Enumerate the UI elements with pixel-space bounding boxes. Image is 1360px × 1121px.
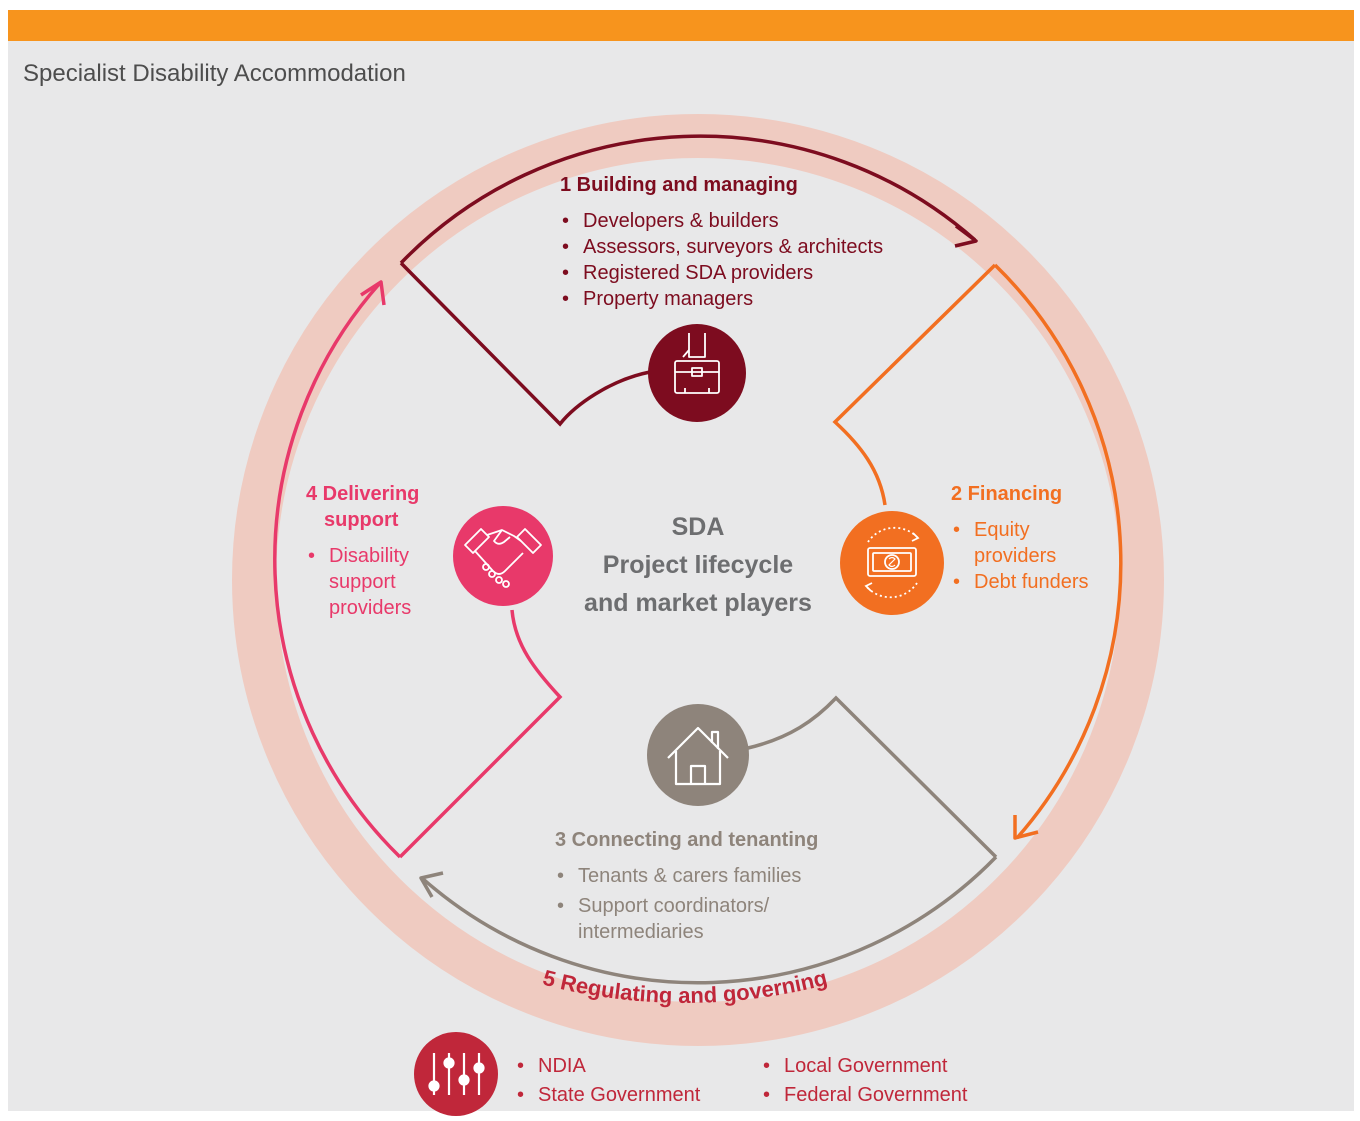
connecting-segment [419,695,998,985]
building-segment [399,134,978,427]
list-item: Disability support providers [306,543,426,621]
money-cycle-icon [840,511,944,615]
building-title: 1 Building and managing [560,174,798,196]
financing-segment [832,263,1123,840]
handshake-icon [453,506,553,606]
financing-label-group: 2 Financing Equity providers Debt funder… [951,481,1091,595]
financing-arc [993,263,1123,840]
center-title-line3: and market players [584,589,812,617]
list-item: Developers & builders [560,208,940,234]
building-wedge [399,261,651,427]
building-arc [399,134,977,265]
list-item: Local Government [761,1052,1001,1081]
connecting-title: 3 Connecting and tenanting [555,829,819,851]
list-item: Tenants & carers families [555,863,875,889]
center-title-line1: SDA [671,513,725,541]
financing-arrowhead [1013,815,1039,840]
list-item: Debt funders [951,569,1091,595]
list-item: Assessors, surveyors & architects [560,234,940,260]
briefcase-icon [648,324,746,422]
center-title: SDA Project lifecycle and market players [548,508,848,622]
delivering-label-group: 4 Delivering support Disability support … [306,481,446,621]
list-item: Support coordinators/ intermediaries [555,893,818,945]
list-item: Equity providers [951,517,1091,569]
connecting-arc [420,855,998,985]
delivering-title-line1: 4 Delivering [306,483,420,505]
financing-list: Equity providers Debt funders [951,517,1091,595]
list-item: State Government [515,1081,735,1110]
center-title-line2: Project lifecycle [602,551,794,579]
delivering-title: 4 Delivering support [306,481,446,533]
building-arrowhead [954,224,978,248]
delivering-wedge [398,609,563,859]
connecting-list: Tenants & carers families Support coordi… [555,863,875,945]
list-item: Property managers [560,286,940,312]
delivering-list: Disability support providers [306,543,426,621]
building-label-group: 1 Building and managing Developers & bui… [560,172,940,312]
connecting-wedge [747,695,998,859]
list-item: NDIA [515,1052,735,1081]
list-item: Federal Government [761,1081,1001,1110]
building-list: Developers & builders Assessors, surveyo… [560,208,940,312]
connecting-arrowhead [419,871,444,898]
regulating-list-right: Local Government Federal Government [761,1052,1001,1110]
connecting-label-group: 3 Connecting and tenanting Tenants & car… [555,827,875,945]
regulating-list-left: NDIA State Government [515,1052,735,1110]
house-icon [647,704,749,806]
delivering-arrowhead [360,280,386,306]
sliders-icon [414,1032,498,1116]
financing-title: 2 Financing [951,483,1063,505]
delivering-arc [273,281,402,859]
delivering-segment [273,280,563,859]
delivering-title-line2: support [324,509,399,531]
page-title: Specialist Disability Accommodation [23,60,406,87]
list-item: Registered SDA providers [560,260,940,286]
top-accent-bar [8,10,1354,41]
financing-wedge [832,263,997,506]
